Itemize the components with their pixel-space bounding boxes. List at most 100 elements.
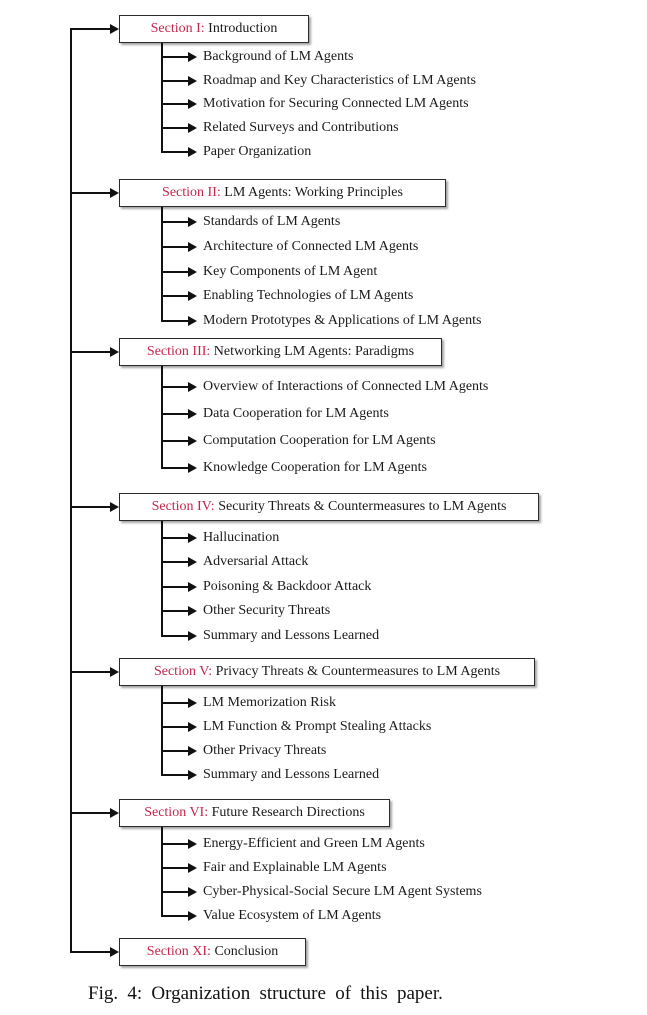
tree-item: Knowledge Cooperation for LM Agents [203,460,427,475]
section-title-label: Networking LM Agents: Paradigms [213,344,415,359]
tree-item: Enabling Technologies of LM Agents [203,288,414,303]
arrow-icon [188,770,197,780]
tree-item: Adversarial Attack [203,554,309,569]
arrow-icon [110,188,119,198]
section-number-label: Section III: [146,344,211,359]
section-box-7: Section XI: Conclusion [119,938,306,966]
arrow-icon [188,52,197,62]
section-box-3: Section III: Networking LM Agents: Parad… [119,338,442,366]
section-title-label: Security Threats & Countermeasures to LM… [218,499,507,514]
tree-item: Background of LM Agents [203,49,354,64]
tree-item: Value Ecosystem of LM Agents [203,908,382,923]
section-connector-line [70,192,111,194]
branch-line [161,521,163,637]
tree-item: Motivation for Securing Connected LM Age… [203,96,469,111]
arrow-icon [188,316,197,326]
tree-item: Poisoning & Backdoor Attack [203,579,372,594]
arrow-icon [110,667,119,677]
item-connector-line [161,915,188,917]
item-connector-line [161,103,188,105]
arrow-icon [188,99,197,109]
item-connector-line [161,440,188,442]
arrow-icon [188,698,197,708]
item-connector-line [161,295,188,297]
tree-item: Standards of LM Agents [203,214,341,229]
section-number-label: Section II: [162,185,221,200]
tree-item: Architecture of Connected LM Agents [203,239,419,254]
arrow-icon [188,291,197,301]
item-connector-line [161,413,188,415]
arrow-icon [188,382,197,392]
arrow-icon [188,839,197,849]
item-connector-line [161,726,188,728]
arrow-icon [188,267,197,277]
item-connector-line [161,80,188,82]
arrow-icon [188,409,197,419]
item-connector-line [161,635,188,637]
item-connector-line [161,151,188,153]
section-number-label: Section VI: [144,805,209,820]
arrow-icon [188,123,197,133]
item-connector-line [161,320,188,322]
tree-item: Data Cooperation for LM Agents [203,406,389,421]
tree-item: Energy-Efficient and Green LM Agents [203,836,425,851]
tree-item: Fair and Explainable LM Agents [203,860,387,875]
tree-item: Other Privacy Threats [203,743,327,758]
tree-item: Overview of Interactions of Connected LM… [203,379,489,394]
item-connector-line [161,867,188,869]
tree-item: Other Security Threats [203,603,331,618]
section-number-label: Section I: [150,21,205,36]
tree-item: Paper Organization [203,144,312,159]
tree-item: LM Function & Prompt Stealing Attacks [203,719,432,734]
arrow-icon [188,911,197,921]
tree-item: Cyber-Physical-Social Secure LM Agent Sy… [203,884,482,899]
item-connector-line [161,467,188,469]
arrow-icon [188,242,197,252]
item-connector-line [161,891,188,893]
item-connector-line [161,843,188,845]
arrow-icon [188,147,197,157]
section-box-4: Section IV: Security Threats & Counterme… [119,493,539,521]
section-title-label: Future Research Directions [211,805,365,820]
tree-item: Hallucination [203,530,280,545]
section-box-6: Section VI: Future Research Directions [119,799,390,827]
tree-item: Computation Cooperation for LM Agents [203,433,436,448]
section-connector-line [70,812,111,814]
section-title-label: Privacy Threats & Countermeasures to LM … [215,664,501,679]
arrow-icon [110,947,119,957]
section-connector-line [70,506,111,508]
arrow-icon [188,463,197,473]
tree-item: Modern Prototypes & Applications of LM A… [203,313,482,328]
tree-item: Key Components of LM Agent [203,264,378,279]
section-title-label: Introduction [208,21,278,36]
item-connector-line [161,774,188,776]
arrow-icon [188,217,197,227]
section-connector-line [70,671,111,673]
branch-line [161,207,163,323]
item-connector-line [161,750,188,752]
arrow-icon [188,722,197,732]
arrow-icon [188,863,197,873]
section-title-label: LM Agents: Working Principles [224,185,403,200]
item-connector-line [161,702,188,704]
section-box-5: Section V: Privacy Threats & Countermeas… [119,658,535,686]
section-number-label: Section V: [153,664,213,679]
item-connector-line [161,271,188,273]
branch-line [161,43,163,153]
item-connector-line [161,246,188,248]
arrow-icon [188,582,197,592]
arrow-icon [110,808,119,818]
item-connector-line [161,586,188,588]
item-connector-line [161,56,188,58]
tree-item: Summary and Lessons Learned [203,767,380,782]
item-connector-line [161,221,188,223]
tree-item: Summary and Lessons Learned [203,628,380,643]
trunk-line [70,28,72,953]
arrow-icon [188,76,197,86]
section-title-label: Conclusion [214,944,279,959]
section-connector-line [70,951,111,953]
tree-item: Roadmap and Key Characteristics of LM Ag… [203,73,476,88]
arrow-icon [188,887,197,897]
item-connector-line [161,127,188,129]
